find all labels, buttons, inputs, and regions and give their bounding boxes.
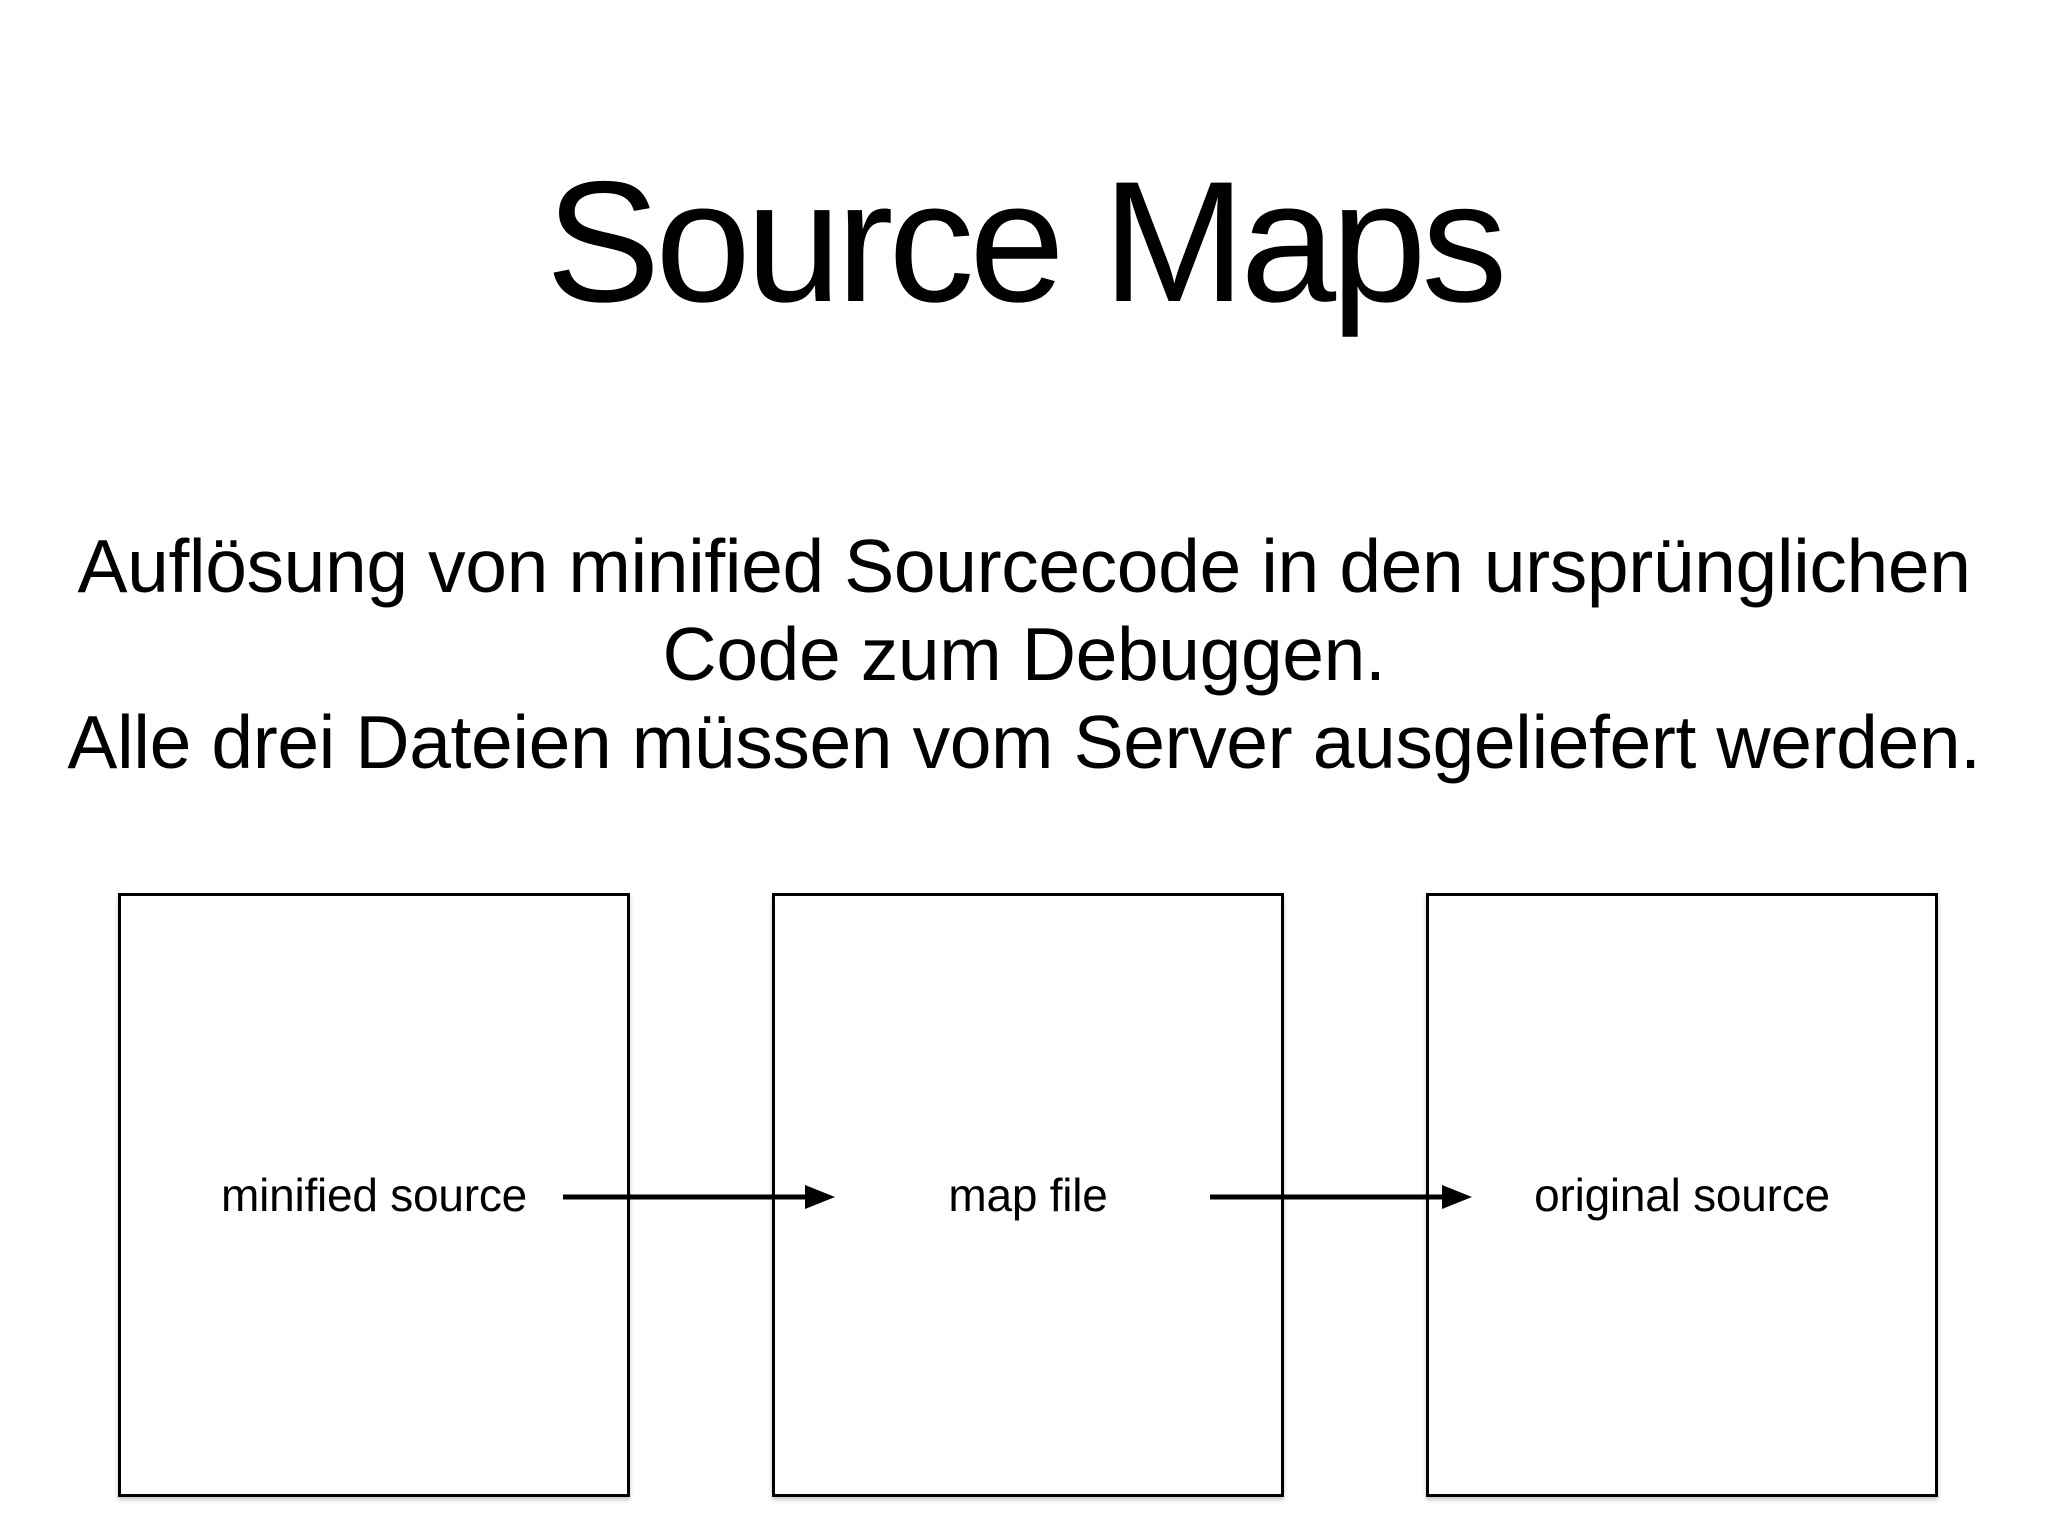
box-minified-source: minified source bbox=[118, 893, 630, 1497]
slide-title: Source Maps bbox=[545, 146, 1508, 338]
box-original-source: original source bbox=[1426, 893, 1938, 1497]
description-line-1: Auflösung von minified Sourcecode in den… bbox=[77, 524, 1971, 608]
description-line-3: Alle drei Dateien müssen vom Server ausg… bbox=[67, 700, 1981, 784]
box-map-file-label: map file bbox=[948, 1169, 1108, 1221]
box-original-source-label: original source bbox=[1534, 1169, 1830, 1221]
description-line-2: Code zum Debuggen. bbox=[662, 612, 1386, 696]
box-minified-source-label: minified source bbox=[221, 1169, 527, 1221]
box-map-file: map file bbox=[772, 893, 1284, 1497]
slide-description: Auflösung von minified Sourcecode in den… bbox=[0, 522, 2048, 786]
